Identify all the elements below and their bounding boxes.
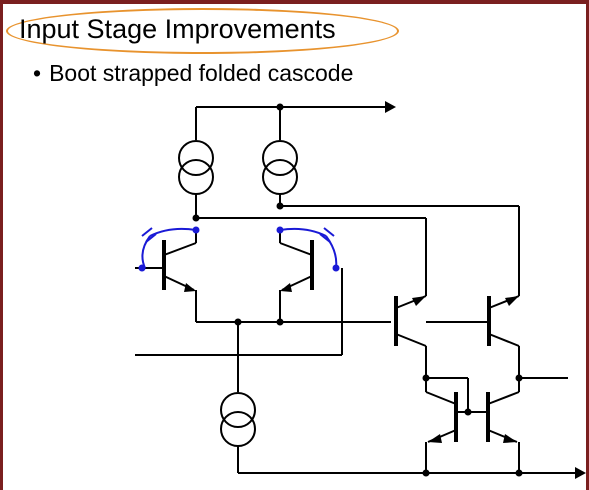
bootstrap-wire-right [279, 227, 327, 237]
junction-dot [234, 318, 242, 326]
bootstrap-node [276, 226, 284, 234]
current-source-circle [262, 140, 298, 176]
q5-emitter-arrow [428, 434, 442, 443]
bootstrap-node [192, 226, 200, 234]
q1-collector [163, 242, 197, 256]
current-source-circle [178, 140, 214, 176]
bootstrap-cap-left [141, 227, 153, 237]
junction-dot [276, 202, 284, 210]
junction-dot [464, 408, 472, 416]
bullet-item: • Boot strapped folded cascode [33, 60, 353, 87]
q2-collector [279, 242, 313, 256]
q3-collector [395, 333, 427, 347]
bootstrap-cap-right [319, 233, 331, 243]
bootstrap-node [332, 264, 340, 272]
junction-dot [276, 318, 284, 326]
bootstrap-wire-left [149, 227, 197, 237]
current-source-circle [262, 159, 298, 195]
junction-dot [422, 469, 430, 477]
slide-title: Input Stage Improvements [19, 14, 336, 44]
junction-dot [276, 103, 284, 111]
output-arrow-bottom [575, 467, 586, 479]
tail-current-source-circle [220, 392, 256, 428]
q4-collector [488, 333, 520, 347]
q5-collector [425, 391, 457, 405]
q4-emitter-arrow [505, 296, 519, 306]
bootstrap-cap-right [323, 227, 335, 237]
title-highlight-ellipse [6, 8, 399, 54]
bullet-marker: • [33, 60, 42, 86]
q6-collector [487, 391, 520, 405]
slide-top-border [0, 0, 589, 4]
bootstrap-cap-left [145, 233, 157, 243]
junction-dot [515, 469, 523, 477]
junction-dot [515, 374, 523, 382]
junction-dot [422, 374, 430, 382]
junction-dot [192, 214, 200, 222]
bootstrap-node [138, 264, 146, 272]
q2-emitter-arrow [280, 283, 292, 292]
q3-emitter-arrow [412, 296, 426, 306]
bullet-text: Boot strapped folded cascode [49, 60, 354, 86]
tail-current-source-circle [220, 411, 256, 447]
output-arrow-top [385, 101, 396, 113]
slide-left-border [0, 0, 3, 490]
current-source-circle [178, 159, 214, 195]
slide-right-border [586, 0, 589, 490]
q1-emitter-arrow [184, 283, 196, 292]
q6-emitter-arrow [503, 434, 517, 443]
